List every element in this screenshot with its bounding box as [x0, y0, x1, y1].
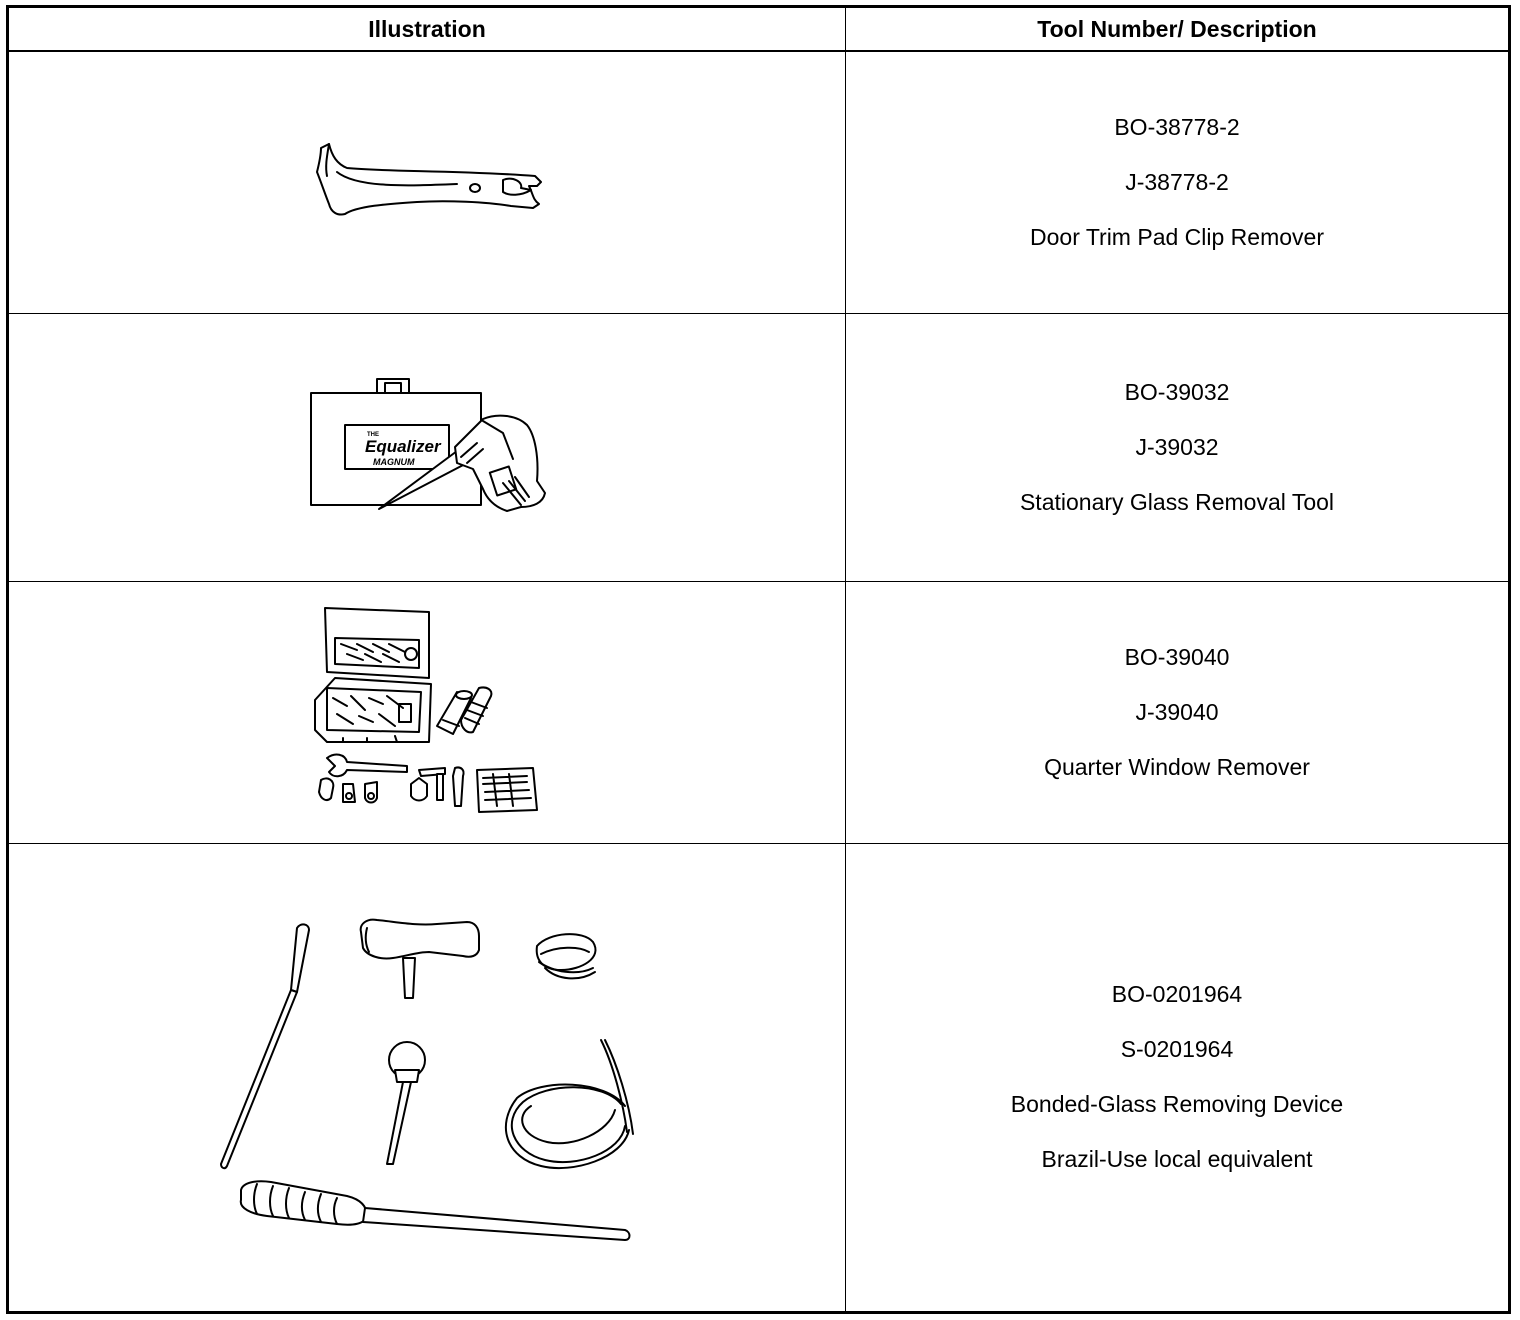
header-illustration: Illustration — [7, 6, 846, 52]
tool-number-secondary: S-0201964 — [1120, 1036, 1234, 1063]
tool-number-primary: BO-38778-2 — [1114, 113, 1240, 140]
special-tools-table: Illustration Tool Number/ Description BO… — [6, 5, 1511, 1314]
tool-number-primary: BO-39032 — [1124, 378, 1230, 405]
stationary-glass-removal-tool-icon: THE Equalizer MAGNUM — [310, 378, 546, 512]
tool-description: Quarter Window Remover — [1044, 753, 1310, 780]
table-row: BO-38778-2 J-38778-2 Door Trim Pad Clip … — [7, 50, 1510, 314]
tool-description-cell: BO-38778-2 J-38778-2 Door Trim Pad Clip … — [845, 50, 1510, 314]
table-row: BO-0201964 S-0201964 Bonded-Glass Removi… — [7, 842, 1510, 1313]
tool-description: Bonded-Glass Removing Device — [1010, 1091, 1344, 1118]
tool-number-secondary: J-39040 — [1135, 698, 1219, 725]
logo-the-label: THE — [367, 432, 379, 438]
tool-number-primary: BO-39040 — [1124, 643, 1230, 670]
illustration-cell — [7, 580, 846, 844]
tool-description: Door Trim Pad Clip Remover — [1030, 223, 1324, 250]
door-trim-pad-clip-remover-icon — [316, 143, 542, 216]
bonded-glass-removing-device-icon — [220, 918, 634, 1242]
logo-sub-label: MAGNUM — [373, 457, 415, 467]
logo-name-label: Equalizer — [365, 437, 442, 456]
tool-description-cell: BO-39032 J-39032 Stationary Glass Remova… — [845, 312, 1510, 582]
tool-number-primary: BO-0201964 — [1111, 981, 1243, 1008]
illustration-cell — [7, 50, 846, 314]
header-tool-number-description: Tool Number/ Description — [845, 6, 1510, 52]
tool-description: Stationary Glass Removal Tool — [1019, 488, 1335, 515]
quarter-window-remover-kit-icon — [314, 607, 538, 813]
table-row: BO-39040 J-39040 Quarter Window Remover — [7, 580, 1510, 844]
tool-note: Brazil-Use local equivalent — [1041, 1146, 1313, 1173]
tool-number-secondary: J-39032 — [1135, 433, 1219, 460]
illustration-cell — [7, 842, 846, 1313]
tool-description-cell: BO-0201964 S-0201964 Bonded-Glass Removi… — [845, 842, 1510, 1313]
illustration-cell: THE Equalizer MAGNUM — [7, 312, 846, 582]
tool-number-secondary: J-38778-2 — [1125, 168, 1229, 195]
table-row: THE Equalizer MAGNUM BO-39032 J-39032 St… — [7, 312, 1510, 582]
tool-description-cell: BO-39040 J-39040 Quarter Window Remover — [845, 580, 1510, 844]
header-row: Illustration Tool Number/ Description — [7, 6, 1510, 52]
